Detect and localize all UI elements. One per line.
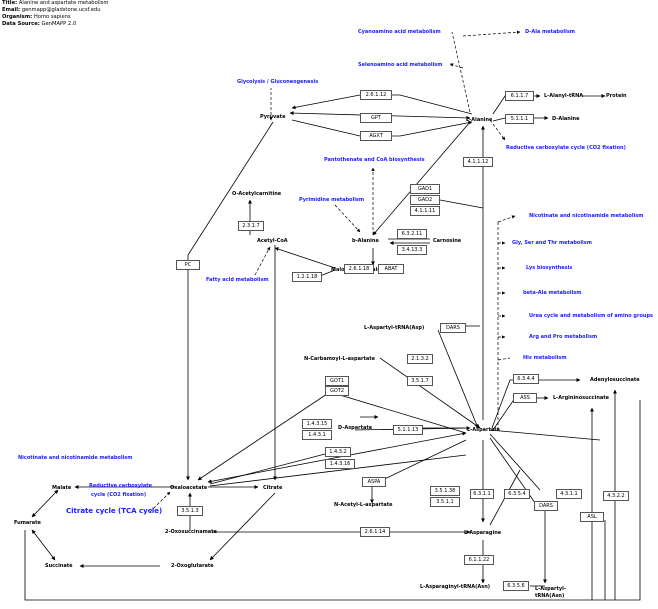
- metabolite-adenylosuccinate: Adenylosuccinate: [590, 377, 640, 383]
- metabolite-acetyl-coa: Acetyl-CoA: [257, 238, 288, 244]
- metabolite-l-asparagine: L-Asparagine: [464, 530, 502, 536]
- enzyme-6-3-4-4[interactable]: 6.3.4.4: [513, 374, 539, 384]
- pathway-fatty-acid[interactable]: Fatty acid metabolism: [206, 277, 269, 283]
- metabolite-succinate: Succinate: [45, 563, 73, 569]
- metabolite-l-aspartate: L-Aspartate: [467, 427, 501, 433]
- metabolite-oxaloacetate: Oxaloacetate: [170, 485, 208, 491]
- pathway-cyanoamino[interactable]: Cyanoamino acid metabolism: [358, 29, 441, 35]
- metabolite-b-alanine: b-Alanine: [352, 238, 379, 244]
- enzyme-3-5-1-7[interactable]: 3.5.1.7: [407, 376, 433, 386]
- pathway-beta-ala[interactable]: beta-Ala metabolism: [523, 290, 582, 296]
- enzyme-4-3-1-1[interactable]: 4.3.1.1: [556, 489, 582, 499]
- enzyme-4-3-2-2[interactable]: 4.3.2.2: [603, 491, 629, 501]
- enzyme-6-1-1-22[interactable]: 6.1.1.22: [464, 555, 494, 565]
- pathway-glycolysis[interactable]: Glycolysis / Gluconeogenesis: [237, 79, 319, 85]
- pathway-gly-ser-thr[interactable]: Gly, Ser and Thr metabolism: [512, 240, 592, 246]
- enzyme-6-3-5-6[interactable]: 6.3.5.6: [503, 581, 529, 591]
- enzyme-dars[interactable]: DARS: [440, 323, 466, 333]
- metabolite-l-aspartyl-trna: L-Aspartyl-tRNA(Asp): [364, 325, 425, 331]
- enzyme-3-5-1-1[interactable]: 3.5.1.1: [430, 497, 460, 507]
- pathway-reductive-bottom-line2[interactable]: cycle (CO2 fixation): [91, 492, 147, 498]
- header-block: Title: Alanine and aspartate metabolism …: [2, 0, 108, 28]
- enzyme-6-1-1-7[interactable]: 6.1.1.7: [505, 91, 534, 101]
- metabolite-d-aspartate: D-Aspartate: [338, 425, 373, 431]
- metabolite-l-alanyl-trna: L-Alanyl-tRNA: [544, 93, 584, 99]
- pathway-selenoamino[interactable]: Selenoamino acid metabolism: [358, 62, 443, 68]
- pathway-urea[interactable]: Urea cycle and metabolism of amino group…: [529, 313, 654, 319]
- enzyme-6-3-2-11[interactable]: 6.3.2.11: [397, 229, 427, 239]
- pathway-nicotinate-left[interactable]: Nicotinate and nicotinamide metabolism: [18, 455, 133, 461]
- metabolite-fumarate: Fumarate: [14, 520, 41, 526]
- metabolite-d-alanine: D-Alanine: [552, 116, 580, 122]
- email-label: Email:: [2, 7, 21, 13]
- pathway-d-ala[interactable]: D-Ala metabolism: [525, 29, 576, 35]
- enzyme-gad1[interactable]: GAD1: [410, 184, 440, 194]
- pathway-his[interactable]: His metabolism: [523, 355, 567, 361]
- pathway-nicotinate-right[interactable]: Nicotinate and nicotinamide metabolism: [529, 213, 644, 219]
- enzyme-pc[interactable]: PC: [176, 260, 200, 270]
- enzyme-2-3-1-7[interactable]: 2.3.1.7: [238, 221, 264, 231]
- pathway-lys[interactable]: Lys biosynthesis: [526, 265, 573, 271]
- metabolite-carnosine: Carnosine: [433, 238, 462, 244]
- metabolite-o-acetylcarnitine: O-Acetylcarnitine: [232, 191, 282, 197]
- metabolite-l-aspartyl-trna-asn-line1: L-Aspartyl-: [535, 586, 566, 592]
- pathway-reductive-top[interactable]: Reductive carboxylate cycle (CO2 fixatio…: [506, 145, 626, 151]
- metabolite-n-acetyl-aspartate: N-Acetyl-L-aspartate: [334, 502, 393, 508]
- metabolite-l-alanine: L-Alanine: [466, 117, 493, 123]
- metabolite-protein: Protein: [606, 93, 627, 99]
- enzyme-ass[interactable]: ASS: [513, 393, 537, 403]
- enzyme-2-6-1-14[interactable]: 2.6.1.14: [360, 527, 390, 537]
- enzyme-4-1-1-11[interactable]: 4.1.1.11: [410, 206, 440, 216]
- pathway-tca[interactable]: Citrate cycle (TCA cycle): [66, 507, 163, 515]
- pathway-reductive-bottom-line1[interactable]: Reductive carboxylate: [89, 483, 153, 489]
- enzyme-5-1-1-1[interactable]: 5.1.1.1: [505, 114, 534, 124]
- metabolite-citrate: Citrate: [263, 485, 283, 491]
- source-value: GenMAPP 2.0: [41, 21, 77, 27]
- metabolite-l-aspartyl-trna-asn-line2: tRNA(Asn): [535, 593, 565, 599]
- enzyme-gpt[interactable]: GPT: [360, 113, 392, 123]
- enzyme-asl[interactable]: ASL: [580, 512, 604, 522]
- enzyme-2-1-3-2[interactable]: 2.1.3.2: [407, 354, 433, 364]
- organism-label: Organism:: [2, 14, 33, 20]
- enzyme-1-4-3-16[interactable]: 1.4.3.16: [325, 459, 355, 469]
- email-value: genmapp@gladstone.ucsf.edu: [21, 7, 101, 13]
- source-label: Data Source:: [2, 21, 40, 27]
- metabolite-pyruvate: Pyruvate: [260, 114, 286, 120]
- title-value: Alanine and aspartate metabolism: [18, 0, 109, 6]
- enzyme-aspa[interactable]: ASPA: [362, 477, 386, 487]
- organism-value: Homo sapiens: [33, 14, 71, 20]
- enzyme-2-6-1-18[interactable]: 2.6.1.18: [344, 264, 374, 274]
- enzyme-abat[interactable]: ABAT: [378, 264, 404, 274]
- enzyme-3-5-1-38[interactable]: 3.5.1.38: [430, 486, 460, 496]
- pathway-pyrimidine[interactable]: Pyrimidine metabolism: [299, 197, 365, 203]
- metabolite-l-argininosuccinate: L-Argininosuccinate: [553, 395, 610, 401]
- enzyme-1-4-3-2[interactable]: 1.4.3.2: [325, 447, 351, 457]
- enzyme-1-4-3-15[interactable]: 1.4.3.15: [302, 419, 332, 429]
- enzyme-3-4-13-3[interactable]: 3.4.13.3: [397, 245, 427, 255]
- enzyme-1-2-1-18[interactable]: 1.2.1.18: [292, 272, 322, 282]
- enzyme-4-1-1-12[interactable]: 4.1.1.12: [463, 157, 493, 167]
- enzyme-got2[interactable]: GOT2: [325, 386, 349, 396]
- metabolite-2-oxoglutarate: 2-Oxoglutarate: [171, 563, 214, 569]
- enzyme-3-5-1-3[interactable]: 3.5.1.3: [177, 506, 203, 516]
- enzyme-agxt[interactable]: AGXT: [360, 131, 392, 141]
- metabolite-2-oxosuccinamate: 2-Oxosuccinamate: [165, 529, 217, 535]
- enzyme-1-4-3-1[interactable]: 1.4.3.1: [302, 430, 332, 440]
- pathway-pantothenate[interactable]: Pantothenate and CoA biosynthesis: [324, 157, 425, 163]
- enzyme-6-3-1-1[interactable]: 6.3.1.1: [470, 489, 494, 499]
- pathway-arg-pro[interactable]: Arg and Pro metabolism: [529, 334, 598, 340]
- title-label: Title:: [2, 0, 18, 6]
- metabolite-n-carbamoyl-aspartate: N-Carbamoyl-L-aspartate: [304, 356, 375, 362]
- metabolite-malate: Malate: [52, 485, 72, 491]
- enzyme-got1[interactable]: GOT1: [325, 376, 349, 386]
- enzyme-gad2[interactable]: GAD2: [410, 195, 440, 205]
- metabolite-l-asparaginyl-trna: L-Asparaginyl-tRNA(Asn): [420, 584, 491, 590]
- enzyme-dars-2[interactable]: DARS: [534, 501, 558, 511]
- enzyme-2-6-1-12[interactable]: 2.6.1.12: [360, 90, 392, 100]
- enzyme-5-1-1-13[interactable]: 5.1.1.13: [393, 425, 423, 435]
- enzyme-6-3-5-4[interactable]: 6.3.5.4: [504, 489, 530, 499]
